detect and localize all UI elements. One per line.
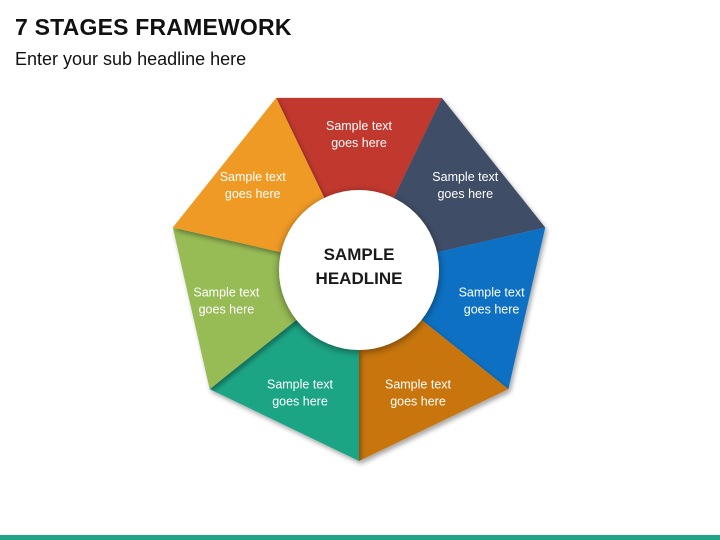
stage-segment-6 [172, 227, 297, 390]
stage-6-label-line1: Sample text [193, 285, 260, 299]
stage-segment-1 [276, 97, 442, 198]
slide-title: 7 STAGES FRAMEWORK [15, 14, 292, 40]
slide-subtitle: Enter your sub headline here [15, 49, 247, 69]
stage-3-label-line2: goes here [464, 302, 520, 316]
stage-segment-5 [209, 319, 359, 461]
stage-segment-7 [172, 97, 325, 253]
stage-3-label-line1: Sample text [459, 285, 526, 299]
stage-4-label-line1: Sample text [385, 378, 452, 392]
stage-7-label-line1: Sample text [220, 170, 287, 184]
center-circle [279, 190, 439, 350]
stage-1-label-line1: Sample text [326, 119, 393, 133]
stage-2-label-line2: goes here [437, 187, 493, 201]
footer-accent-bar [0, 535, 720, 540]
stage-1-label-line2: goes here [331, 136, 387, 150]
stage-segment-2 [393, 97, 546, 253]
stage-5-label-line2: goes here [272, 395, 328, 409]
stage-5-label-line1: Sample text [267, 378, 334, 392]
stage-7-label-line2: goes here [225, 187, 281, 201]
stage-2-label-line1: Sample text [432, 170, 499, 184]
stage-6-label-line2: goes here [199, 302, 255, 316]
center-headline-line2: HEADLINE [316, 269, 403, 288]
stage-segment-3 [421, 227, 546, 390]
stage-4-label-line2: goes here [390, 395, 446, 409]
center-headline-line1: SAMPLE [324, 245, 395, 264]
stage-segment-4 [359, 319, 509, 461]
